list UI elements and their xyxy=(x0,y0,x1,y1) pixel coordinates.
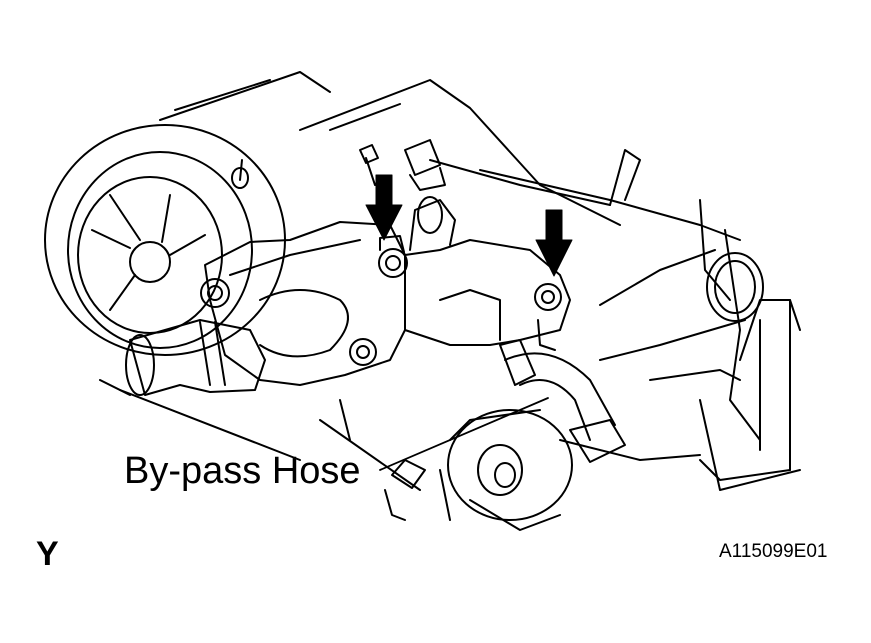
figure-id: A115099E01 xyxy=(719,541,828,562)
crank-pulley xyxy=(44,124,286,356)
bypass-hose-label: By-pass Hose xyxy=(124,450,361,492)
outlet-pipe-right xyxy=(599,249,764,361)
callout-leader-line xyxy=(379,397,549,471)
arrow-down-icon xyxy=(535,209,573,277)
water-pump-pulley xyxy=(447,409,573,521)
arrow-down-icon xyxy=(365,174,403,241)
temperature-sensor xyxy=(359,139,446,191)
water-outlet-housing xyxy=(200,221,408,386)
engine-block-outline xyxy=(99,71,801,531)
bolt xyxy=(384,459,426,521)
inlet-pipe xyxy=(125,319,266,396)
bypass-hose xyxy=(499,319,626,463)
view-letter: Y xyxy=(36,535,59,573)
thermostat-housing xyxy=(404,196,571,346)
